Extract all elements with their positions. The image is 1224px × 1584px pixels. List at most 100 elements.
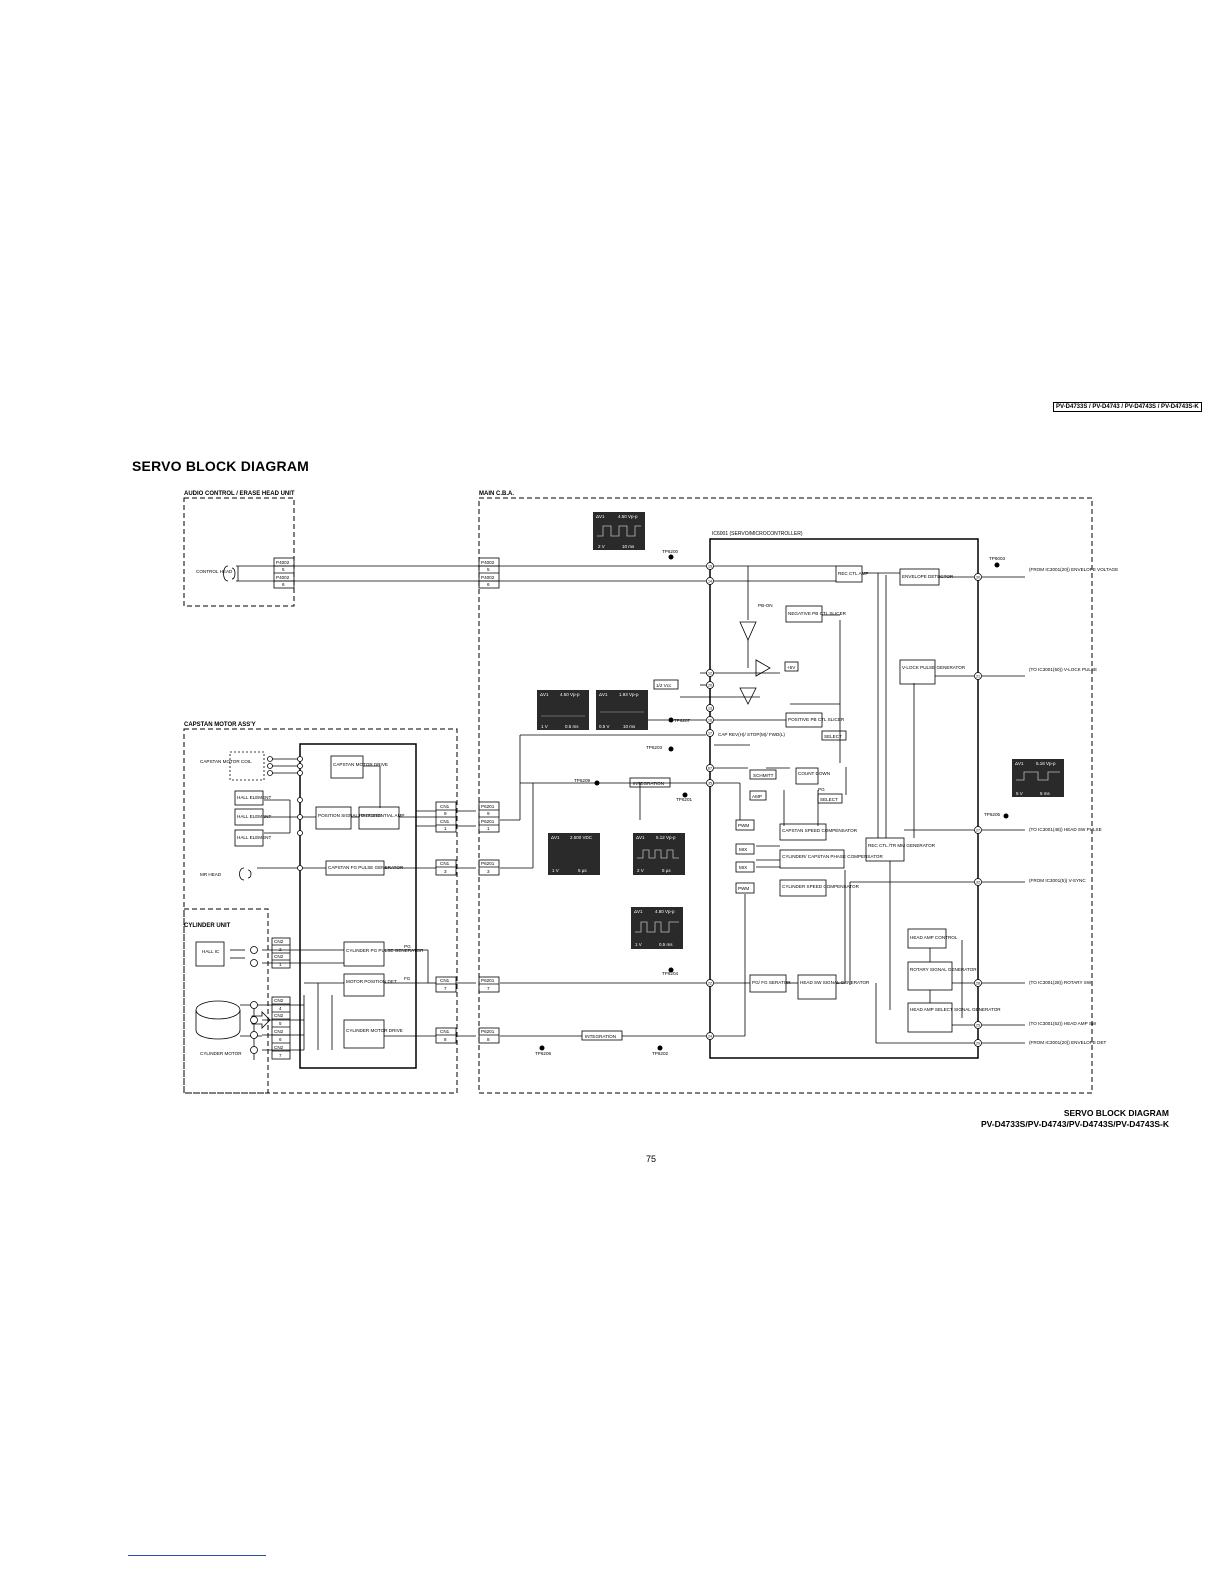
waveform-label: ΔV1 (551, 835, 560, 840)
waveform-6: ΔV1 5.12 Vp-p 2 V 5 µs (633, 833, 685, 875)
capstan-motor-drive-label: CAPSTAN MOTOR DRIVE (333, 762, 388, 767)
waveform-label: ΔV1 (596, 514, 605, 519)
svg-text:CN1: CN1 (440, 1029, 450, 1034)
envelope-det-label: (FROM IC3001(20)) ENVELOPE DET (1029, 1040, 1107, 1045)
svg-text:16: 16 (708, 718, 712, 722)
pwm-label: PWM (738, 886, 749, 891)
svg-text:CN2: CN2 (274, 1013, 284, 1018)
plus5v-label: +5V (787, 665, 796, 670)
footer-rule (128, 1555, 266, 1556)
audio-control-unit-boundary (183, 497, 295, 607)
svg-text:28: 28 (976, 981, 980, 985)
test-point-label: TP6200 (662, 549, 679, 554)
waveform-label: 5.18 Vp-p (1036, 761, 1056, 766)
ic-pin-numbers: 15 14 12 20 13 16 17 67 35 22 24 30 21 2… (708, 564, 980, 1045)
waveform-3: ΔV1 1.93 Vp-p 0.5 V 10 ms (596, 690, 648, 730)
svg-text:27: 27 (976, 828, 980, 832)
half-vcc-label: 1/2 Vcc (656, 683, 672, 688)
diagram-labels: CONTROL HEAD CAPSTAN MOTOR COIL HALL ELE… (196, 531, 1118, 1058)
svg-text:2: 2 (279, 947, 282, 952)
amp-label: AMP (752, 794, 762, 799)
waveform-label: 1 V (541, 724, 548, 729)
select-label: SELECT (824, 734, 842, 739)
test-point-label: TP6206 (535, 1051, 552, 1056)
waveform-label: 2 V (598, 544, 605, 549)
model-badge: PV-D4733S / PV-D4743 / PV-D4743S / PV-D4… (1053, 402, 1202, 412)
waveform-label: 1 V (552, 868, 559, 873)
svg-text:14: 14 (708, 579, 712, 583)
waveform-2: ΔV1 4.50 Vp-p 1 V 0.5 ms (537, 690, 589, 730)
head-amp-sw-label: (TO IC3001(52)) HEAD AMP SW (1029, 1021, 1097, 1026)
cylinder-speed-label: CYLINDER SPEED COMPENSATOR (782, 884, 860, 889)
svg-text:4: 4 (279, 1006, 282, 1011)
svg-text:1: 1 (444, 826, 447, 831)
pg-label: PG (404, 944, 411, 949)
svg-text:6: 6 (282, 582, 285, 587)
svg-text:CN2: CN2 (274, 1029, 284, 1034)
waveform-label: ΔV1 (540, 692, 549, 697)
waveform-5: ΔV1 2.500 VDC 1 V 5 µs (548, 833, 600, 875)
connectors (271, 557, 500, 1060)
head-amp-select-label: HEAD AMP SELECT SIGNAL GENERATOR (910, 1007, 1001, 1012)
mr-head-label: MR HEAD (200, 872, 222, 877)
test-point-label: TP6204 (662, 971, 679, 976)
select-label: SELECT (820, 797, 838, 802)
fg-label: FG (404, 976, 411, 981)
svg-text:21: 21 (976, 674, 980, 678)
differential-amp-label: DIFFERENTIAL AMP (361, 813, 404, 818)
waveform-label: 5 ms (1040, 791, 1051, 796)
functional-blocks (195, 565, 953, 1049)
mix-label: MIX (739, 865, 747, 870)
rotary-signal-label: ROTARY SIGNAL GENERATOR (910, 967, 977, 972)
pg-label: PG (818, 787, 825, 792)
positive-pb-label: POSITIVE PB CTL SLICER (788, 717, 845, 722)
waveform-label: 10 ms (623, 724, 636, 729)
caption-title: SERVO BLOCK DIAGRAM (1063, 1108, 1169, 1118)
svg-text:1: 1 (279, 962, 282, 967)
motor-driver-ic (299, 743, 417, 1069)
waveform-label: 5 µs (578, 868, 587, 873)
rec-ctl-tr-label: REC CTL /TR MM GENERATOR (868, 843, 936, 848)
svg-text:7: 7 (487, 986, 490, 991)
test-point-label: TP6003 (989, 556, 1006, 561)
caption-models: PV-D4733S/PV-D4743/PV-D4743S/PV-D4743S-K (980, 1119, 1169, 1129)
svg-text:3: 3 (444, 869, 447, 874)
svg-text:22: 22 (708, 981, 712, 985)
negative-pb-label: NEGATIVE PB CTL SLICER (788, 611, 847, 616)
svg-text:7: 7 (279, 1053, 282, 1058)
capstan-fg-label: CAPSTAN FG PULSE GENERATOR (328, 865, 404, 870)
test-point-label: TP6207 (674, 718, 691, 723)
svg-text:P6201: P6201 (481, 861, 495, 866)
svg-text:67: 67 (708, 766, 712, 770)
waveform-4: ΔV1 5.18 Vp-p 5 V 5 ms (1012, 759, 1064, 797)
page-title: SERVO BLOCK DIAGRAM (132, 458, 309, 474)
count-down-label: COUNT DOWN (798, 771, 830, 776)
waveform-7: ΔV1 4.80 Vp-p 1 V 0.5 ms (631, 907, 683, 949)
svg-text:9: 9 (444, 811, 447, 816)
svg-text:8: 8 (444, 1037, 447, 1042)
servo-microcontroller-ic (709, 538, 979, 1059)
svg-text:CN1: CN1 (440, 978, 450, 983)
envelope-detector-label: ENVELOPE DETECTOR (902, 574, 954, 579)
head-sw-label: HEAD SW SIGNAL GENERATOR (800, 980, 870, 985)
envelope-voltage-label: (FROM IC3001(20)) ENVELOPE VOLTAGE (1029, 567, 1118, 572)
v-lock-label: V-LOCK PULSE GENERATOR (902, 665, 966, 670)
waveform-label: 2.500 VDC (570, 835, 593, 840)
svg-text:13: 13 (708, 706, 712, 710)
cap-rev-label: CAP REV(H)/ STOP(M)/ FWD(L) (718, 732, 785, 737)
schmitt-label: SCHMITT (753, 773, 774, 778)
svg-text:1: 1 (487, 826, 490, 831)
audio-control-label: AUDIO CONTROL / ERASE HEAD UNIT (184, 491, 295, 497)
capstan-speed-label: CAPSTAN SPEED COMPENSATOR (782, 828, 858, 833)
svg-text:CN1: CN1 (440, 819, 450, 824)
waveform-label: 5.12 Vp-p (656, 835, 676, 840)
svg-text:15: 15 (708, 564, 712, 568)
svg-text:P6201: P6201 (481, 804, 495, 809)
diagram-caption: SERVO BLOCK DIAGRAM PV-D4733S/PV-D4743/P… (981, 1108, 1169, 1130)
svg-text:P4002: P4002 (481, 560, 495, 565)
svg-text:P4002: P4002 (481, 575, 495, 580)
svg-text:5: 5 (487, 567, 490, 572)
cylinder-unit-label: CYLINDER UNIT (184, 923, 231, 929)
test-point-label: TP6202 (652, 1051, 669, 1056)
